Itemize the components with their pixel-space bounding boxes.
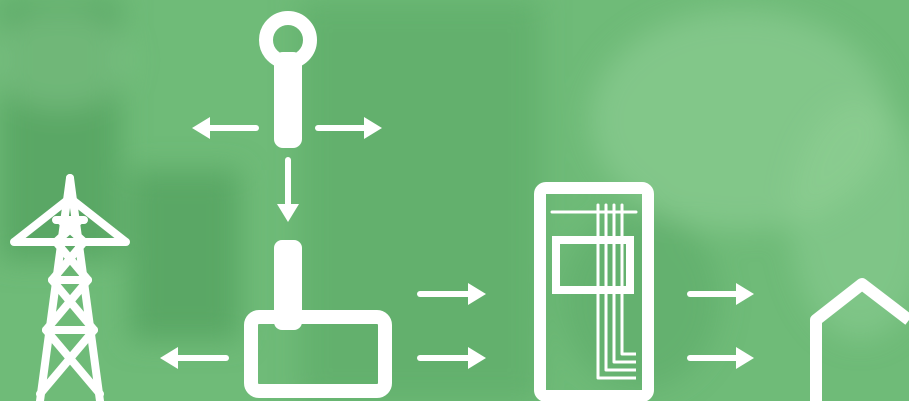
energy-flow-diagram <box>0 0 909 401</box>
background-photo <box>0 0 909 401</box>
diagram-canvas <box>0 0 909 401</box>
